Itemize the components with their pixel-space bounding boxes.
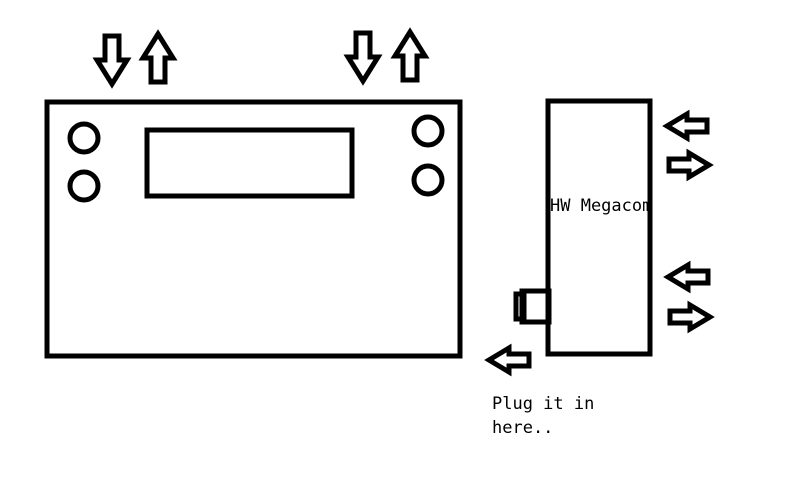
plug-note-line1: Plug it in xyxy=(492,394,595,414)
plug-note-line2: here.. xyxy=(492,418,554,438)
arrow-left-icon xyxy=(667,114,707,138)
megacom-body xyxy=(545,98,653,357)
main-unit xyxy=(44,99,463,359)
arrow-down-icon xyxy=(348,33,378,81)
arrow-right-icon xyxy=(669,153,709,177)
knob-bottom-left xyxy=(67,169,101,203)
arrow-up-icon xyxy=(395,32,425,80)
knob-top-left xyxy=(67,121,101,155)
arrow-down-icon xyxy=(97,36,127,84)
knob-bottom-right xyxy=(411,163,445,197)
display-screen xyxy=(144,127,355,199)
arrow-right-icon xyxy=(670,305,710,329)
knob-top-right xyxy=(411,114,445,148)
device-label: HW Megacom xyxy=(550,196,653,216)
arrow-left-icon xyxy=(489,348,529,372)
connector-tip xyxy=(513,291,527,322)
main-unit-body xyxy=(44,99,463,359)
arrow-left-icon xyxy=(668,265,708,289)
megacom-unit xyxy=(513,98,653,357)
arrow-up-icon xyxy=(143,34,173,82)
